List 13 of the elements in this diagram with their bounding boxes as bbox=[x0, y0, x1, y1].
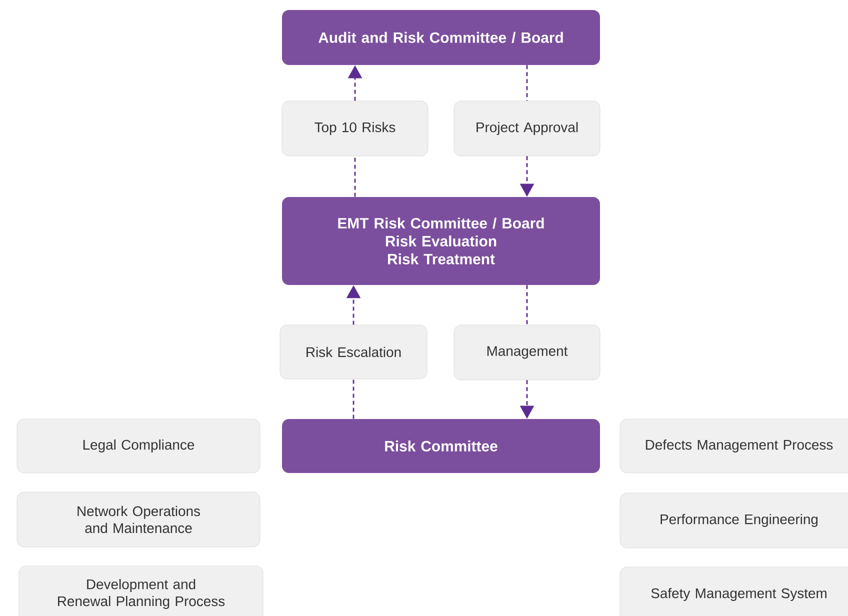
committee-box: EMT Risk Committee / Board Risk Evaluation Risk Treatment bbox=[282, 196, 600, 285]
flow-label-box: Top 10 Risks bbox=[282, 100, 428, 156]
flow-label-box: Risk Escalation bbox=[280, 324, 428, 380]
process-box: Performance Engineering bbox=[620, 492, 848, 548]
committee-box: Risk Committee bbox=[282, 418, 600, 473]
flow-label-box: Project Approval bbox=[454, 100, 600, 156]
process-box: Network Operations and Maintenance bbox=[16, 492, 260, 548]
process-box: Safety Management System bbox=[620, 566, 848, 616]
flow-label-box: Management bbox=[454, 324, 600, 380]
committee-box: Audit and Risk Committee / Board bbox=[282, 10, 600, 65]
process-box: Development and Renewal Planning Process bbox=[18, 566, 264, 616]
process-box: Legal Compliance bbox=[16, 418, 260, 474]
process-box: Defects Management Process bbox=[620, 418, 848, 474]
